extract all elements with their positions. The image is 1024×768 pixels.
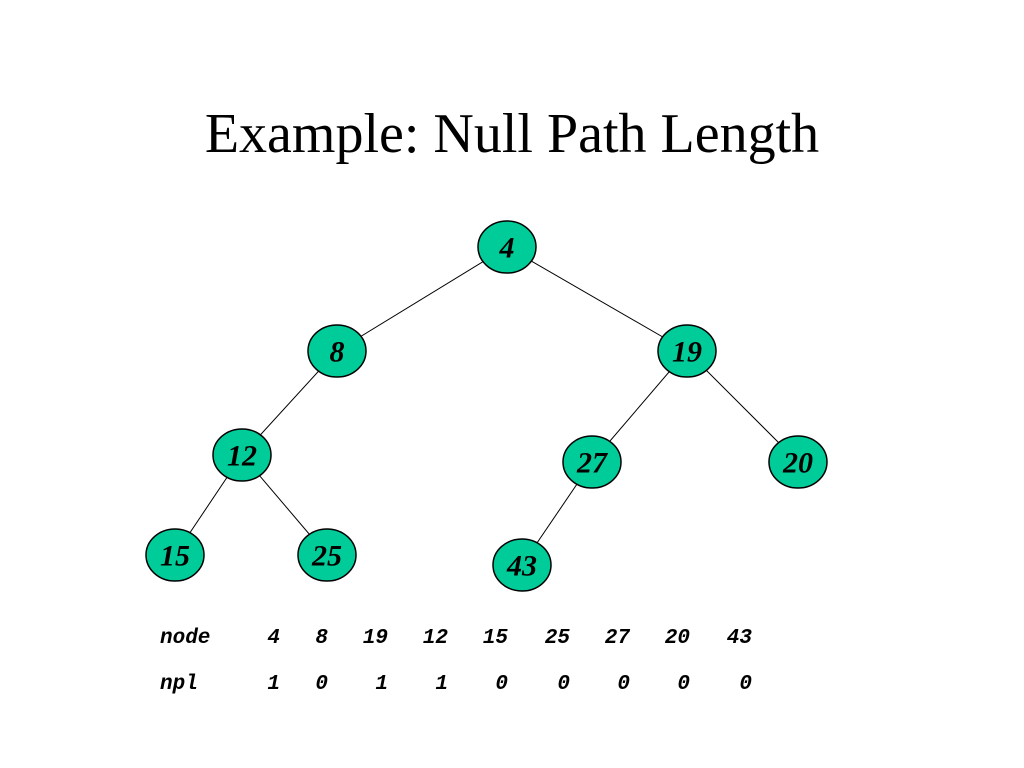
tree-node-4: 4	[477, 220, 537, 274]
tree-node-ellipse	[145, 528, 205, 582]
node-cell: 43	[726, 626, 752, 650]
tree-node-ellipse	[297, 528, 357, 582]
tree-node-label: 20	[782, 447, 813, 480]
tree-node-8: 8	[307, 324, 367, 378]
node-cell: 25	[544, 626, 570, 650]
tree-node-label: 15	[160, 540, 190, 573]
tree-edges	[174, 246, 799, 566]
tree-node-15: 15	[145, 528, 205, 582]
tree-node-20: 20	[768, 435, 828, 489]
node-cell: 20	[664, 626, 690, 650]
tree-edge-4-8	[336, 246, 508, 352]
tree-node-label: 4	[499, 232, 515, 265]
tree-node-label: 43	[506, 550, 537, 583]
table-row-node: node 4 8 19 12 15 25 27 20 43	[160, 615, 752, 661]
table-row-npl: npl 1 0 1 1 0 0 0 0 0	[160, 661, 752, 707]
tree-node-43: 43	[492, 538, 552, 592]
npl-table: node 4 8 19 12 15 25 27 20 43 npl 1 0 1 …	[160, 615, 752, 707]
tree-node-25: 25	[297, 528, 357, 582]
tree-node-19: 19	[657, 324, 717, 378]
tree-node-label: 8	[330, 336, 345, 369]
node-cell: 15	[482, 626, 508, 650]
npl-cell: 0	[677, 672, 690, 696]
npl-cell: 0	[495, 672, 508, 696]
slide-title: Example: Null Path Length	[204, 103, 820, 165]
npl-cell: 1	[375, 672, 388, 696]
npl-cell: 0	[739, 672, 752, 696]
tree-node-ellipse	[492, 538, 552, 592]
node-cell: 27	[604, 626, 630, 650]
tree-diagram: 4 8 19 12 27 20 15 25 43	[145, 220, 828, 592]
tree-node-label: 19	[672, 336, 702, 369]
tree-node-label: 27	[576, 447, 608, 480]
tree-nodes: 4 8 19 12 27 20 15 25 43	[145, 220, 828, 592]
tree-node-ellipse	[307, 324, 367, 378]
node-cell: 12	[422, 626, 448, 650]
npl-cell: 0	[557, 672, 570, 696]
npl-cell: 1	[435, 672, 448, 696]
npl-cell: 0	[315, 672, 328, 696]
node-row-header: node	[160, 626, 211, 650]
npl-row-header: npl	[160, 672, 198, 696]
tree-node-ellipse	[477, 220, 537, 274]
tree-node-ellipse	[768, 435, 828, 489]
tree-edge-4-19	[506, 246, 688, 352]
node-cell: 19	[362, 626, 388, 650]
tree-node-label: 12	[227, 440, 257, 473]
tree-node-ellipse	[562, 435, 622, 489]
tree-node-label: 25	[311, 540, 342, 573]
node-cell: 8	[315, 626, 328, 650]
npl-cell: 1	[267, 672, 280, 696]
tree-node-27: 27	[562, 435, 622, 489]
tree-node-ellipse	[657, 324, 717, 378]
npl-cell: 0	[617, 672, 630, 696]
tree-node-ellipse	[212, 428, 272, 482]
tree-node-12: 12	[212, 428, 272, 482]
node-cell: 4	[267, 626, 280, 650]
